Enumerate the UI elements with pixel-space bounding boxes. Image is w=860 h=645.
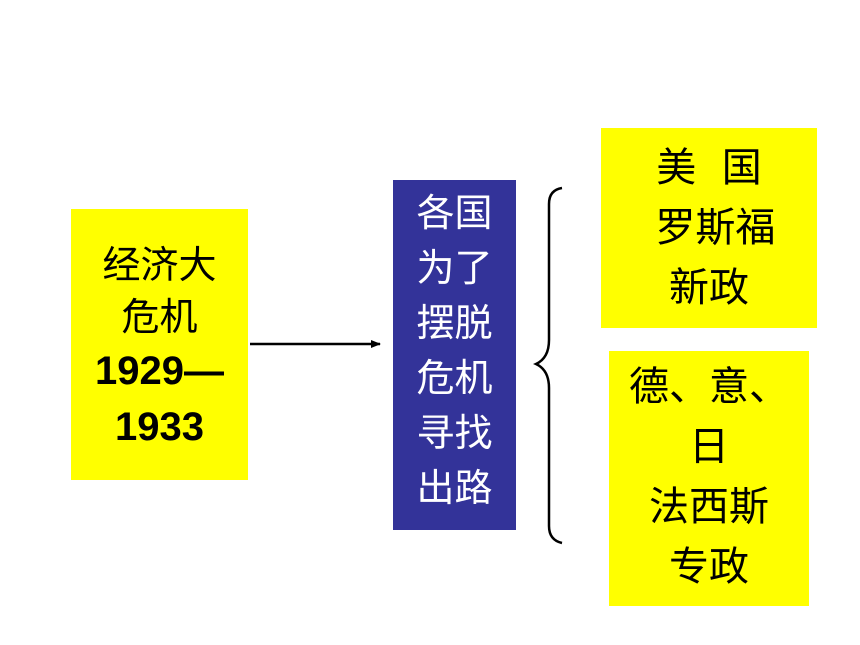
solution-line: 各国 (416, 191, 493, 235)
fascist-line: 法西斯 (649, 484, 769, 530)
solution-line: 危机 (416, 356, 493, 400)
usa-line: 罗斯福 (642, 205, 776, 251)
crisis-label-line1: 经济大 (102, 243, 217, 287)
solution-line: 为了 (416, 246, 493, 290)
fascist-line: 日 (689, 424, 729, 470)
usa-new-deal-box: 美 国 罗斯福 新政 (601, 128, 817, 328)
crisis-year-end: 1933 (115, 405, 204, 449)
fascist-dictatorship-box: 德、意、 日 法西斯 专政 (609, 351, 809, 606)
solution-line: 摆脱 (416, 301, 493, 345)
crisis-label-line2: 危机 (121, 295, 198, 339)
curly-brace (533, 186, 563, 545)
solution-box: 各国 为了 摆脱 危机 寻找 出路 (393, 180, 516, 530)
crisis-year-start: 1929— (95, 349, 224, 393)
usa-line: 美 国 (656, 145, 762, 191)
fascist-line: 专政 (669, 544, 749, 590)
crisis-box: 经济大 危机 1929— 1933 (71, 209, 248, 480)
solution-line: 出路 (416, 466, 493, 510)
solution-line: 寻找 (416, 411, 493, 455)
usa-line: 新政 (669, 265, 749, 311)
fascist-line: 德、意、 (629, 364, 789, 410)
